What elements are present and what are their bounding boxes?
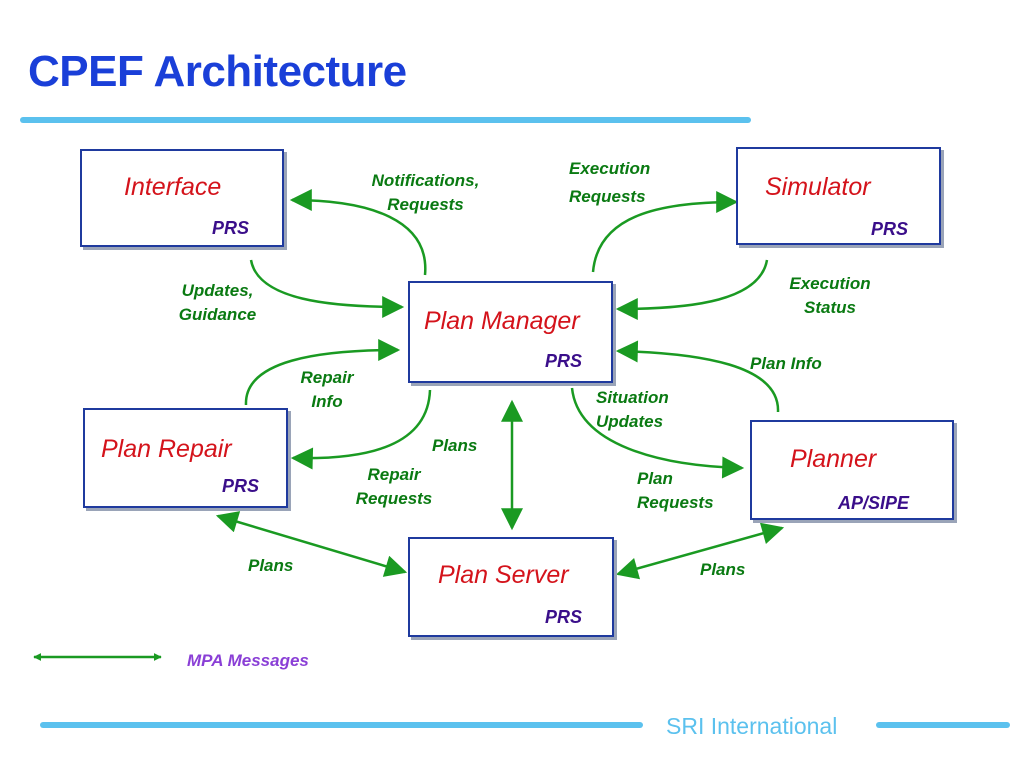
planner-name: Planner xyxy=(790,445,877,473)
label-execution-requests: Execution Requests xyxy=(569,159,651,206)
label-plans-center: Plans xyxy=(432,436,478,455)
plans-left-arrow xyxy=(215,511,408,577)
simulator-name: Simulator xyxy=(765,173,871,201)
label-execution-status: Execution Status xyxy=(789,274,871,317)
legend-label: MPA Messages xyxy=(187,651,309,670)
plan-repair-box xyxy=(83,408,288,508)
plan-server-box xyxy=(408,537,614,637)
updates-guidance-arrow xyxy=(249,259,405,318)
plan-repair-impl: PRS xyxy=(222,476,260,496)
footer-brand: SRI International xyxy=(666,713,838,739)
plan-manager-impl: PRS xyxy=(545,351,583,371)
label-notifications-requests: Notifications, Requests xyxy=(371,171,480,214)
plans-right-arrow xyxy=(615,522,785,580)
plan-server-name: Plan Server xyxy=(438,561,569,589)
plan-repair-name: Plan Repair xyxy=(101,435,232,463)
plan-server-impl: PRS xyxy=(545,607,583,627)
plan-requests-arrow xyxy=(570,387,745,479)
label-repair-info: Repair Info xyxy=(300,368,354,411)
label-situation-updates: Situation Updates xyxy=(596,388,669,431)
title-underline xyxy=(20,117,751,123)
plan-manager-box xyxy=(408,281,613,383)
label-plan-info: Plan Info xyxy=(750,354,822,373)
repair-info-arrow xyxy=(244,339,401,406)
simulator-impl: PRS xyxy=(871,219,909,239)
repair-requests-arrow xyxy=(290,389,432,470)
execution-status-arrow xyxy=(615,259,769,320)
notifications-arrow xyxy=(289,189,427,276)
footer-rule-right xyxy=(876,722,1010,728)
footer-rule-left xyxy=(40,722,643,728)
interface-box xyxy=(80,149,284,247)
label-plan-requests: Plan Requests xyxy=(637,469,714,512)
plan-manager-name: Plan Manager xyxy=(424,307,580,335)
interface-name: Interface xyxy=(124,173,222,201)
label-plans-left: Plans xyxy=(248,556,294,575)
simulator-box xyxy=(736,147,941,245)
label-repair-requests: Repair Requests xyxy=(355,465,433,508)
planner-box xyxy=(750,420,954,520)
interface-impl: PRS xyxy=(212,218,250,238)
label-plans-right: Plans xyxy=(700,560,746,579)
plan-info-arrow xyxy=(615,340,780,413)
planner-impl: AP/SIPE xyxy=(838,493,910,513)
label-updates-guidance: Updates, Guidance xyxy=(178,281,257,324)
page-title: CPEF Architecture xyxy=(28,47,407,96)
execution-requests-arrow xyxy=(591,191,739,273)
